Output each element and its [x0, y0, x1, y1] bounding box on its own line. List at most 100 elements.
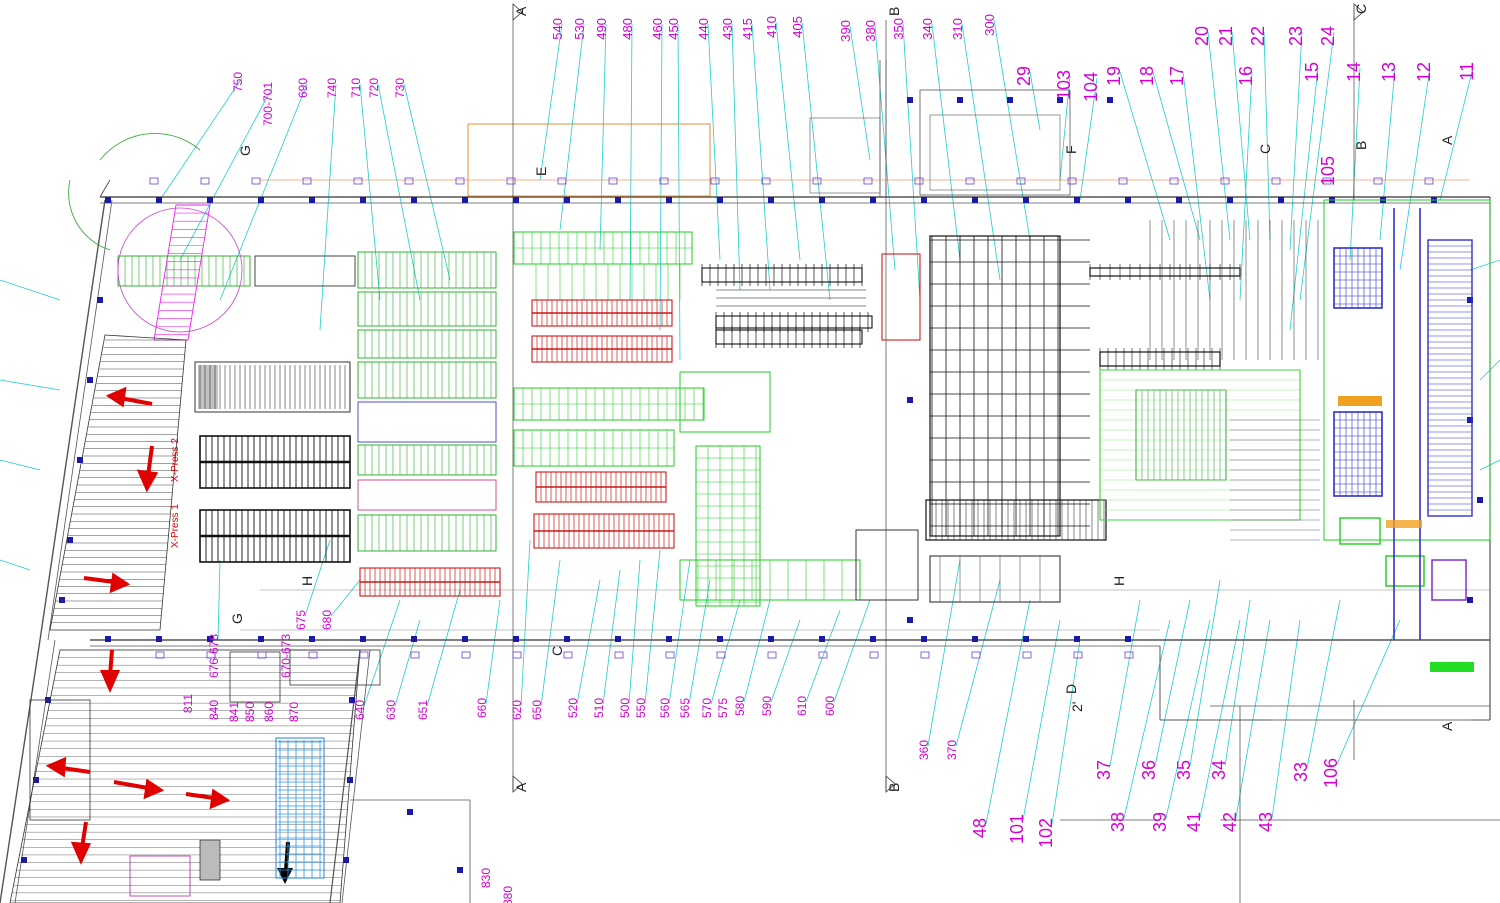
grid-letter: B	[886, 7, 902, 16]
grid-letter: C	[549, 646, 565, 656]
callout-label: 565	[678, 698, 692, 718]
column	[1477, 497, 1483, 503]
callout-label: 11	[1457, 62, 1477, 81]
column	[349, 697, 355, 703]
column	[33, 777, 39, 783]
column	[407, 809, 413, 815]
callout-label: 510	[592, 698, 606, 718]
press-label: X-Press 2	[170, 438, 181, 482]
callout-label: 530	[572, 18, 587, 40]
callout-label: 570	[700, 698, 714, 718]
callout-label: 21	[1216, 26, 1236, 46]
press-label: X-Press 1	[170, 504, 181, 548]
flow-arrows	[45, 386, 231, 865]
stacking-area[interactable]	[1099, 199, 1491, 672]
column	[819, 197, 825, 203]
storage-racks[interactable]	[275, 737, 325, 879]
callout-label: 520	[566, 698, 580, 718]
rack-fill	[278, 740, 322, 878]
column	[513, 636, 519, 642]
callout-label: 340	[920, 18, 935, 40]
column	[957, 97, 963, 103]
column	[105, 197, 111, 203]
callout-label: 841	[227, 702, 241, 722]
column	[717, 636, 723, 642]
column	[258, 197, 264, 203]
callout-label: 105	[1318, 156, 1338, 186]
column	[717, 197, 723, 203]
callout-label: 490	[594, 18, 609, 40]
column	[258, 636, 264, 642]
column	[1023, 636, 1029, 642]
column	[1074, 636, 1080, 642]
column	[1107, 97, 1113, 103]
callout-label: 19	[1104, 66, 1124, 86]
callout-label: 370	[945, 740, 959, 760]
grid-letter: E	[533, 167, 549, 176]
column	[819, 636, 825, 642]
column	[105, 636, 111, 642]
callout-label: 29	[1014, 66, 1034, 86]
callout-label: 650	[530, 700, 544, 720]
roller-slats	[10, 339, 360, 901]
grid-letter: B	[886, 783, 902, 792]
column	[411, 636, 417, 642]
callout-label: 675	[294, 610, 308, 630]
wall-symbols	[149, 177, 1434, 659]
column	[1057, 97, 1063, 103]
callout-label: 560	[658, 698, 672, 718]
callout-label: 405	[790, 16, 805, 38]
column	[462, 197, 468, 203]
callout-label: 880	[501, 886, 515, 903]
press-labels: X-Press 2 X-Press 1	[170, 438, 181, 548]
column	[972, 197, 978, 203]
callout-label: 811	[181, 694, 195, 713]
column	[1176, 197, 1182, 203]
pressing-green-zone[interactable]	[513, 231, 919, 607]
column	[513, 197, 519, 203]
column	[411, 197, 417, 203]
callout-label: 102	[1036, 818, 1056, 848]
infeed-conveyor[interactable]	[68, 133, 243, 341]
callout-label: 23	[1286, 26, 1306, 46]
callout-label: 35	[1174, 760, 1194, 780]
column	[768, 197, 774, 203]
magenta-slats	[154, 204, 210, 335]
lower-machines	[29, 649, 381, 897]
callout-label: 12	[1414, 62, 1434, 82]
callout-label: 640	[353, 700, 367, 720]
callout-label: 101	[1007, 814, 1027, 844]
grid-letter: D	[1063, 684, 1079, 694]
callout-label: 690	[296, 78, 310, 98]
column	[462, 636, 468, 642]
callout-label: 830	[479, 868, 493, 888]
column	[907, 97, 913, 103]
column	[1007, 97, 1013, 103]
callout-label: 860	[262, 702, 276, 722]
callout-label: 410	[764, 16, 779, 38]
callout-label: 104	[1081, 72, 1101, 102]
callout-label: 676-678	[207, 634, 221, 678]
callout-label: 350	[891, 18, 906, 40]
callout-label: 630	[384, 700, 398, 720]
callout-label: 460	[650, 18, 665, 40]
column	[666, 197, 672, 203]
callout-label: 730	[393, 78, 407, 98]
main-press-block[interactable]	[925, 235, 1241, 603]
grid-letter: C	[1353, 4, 1369, 14]
structural-grid	[240, 16, 1490, 790]
callout-label: 680	[320, 610, 334, 630]
callout-label: 575	[716, 698, 730, 718]
callout-label: 670-673	[279, 634, 293, 678]
grid-letter: A	[513, 782, 529, 792]
column	[564, 636, 570, 642]
callout-label: 36	[1139, 760, 1159, 780]
green-grid	[513, 232, 861, 606]
callout-label: 651	[416, 700, 430, 720]
column	[97, 297, 103, 303]
column	[1125, 197, 1131, 203]
transfer-stations[interactable]	[701, 253, 921, 345]
